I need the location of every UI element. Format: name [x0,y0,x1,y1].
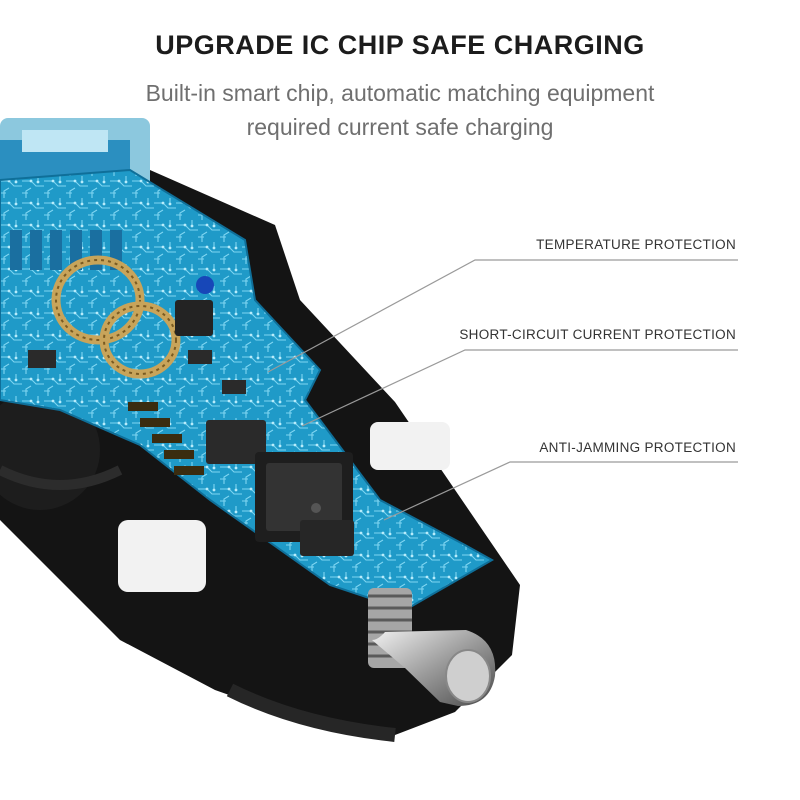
subheadline-line-2: required current safe charging [246,114,554,140]
callout-anti-jamming-protection: ANTI-JAMMING PROTECTION [539,440,736,455]
spring-contact [368,588,496,706]
subheadline: Built-in smart chip, automatic matching … [0,76,800,144]
inductor-coil [51,255,181,379]
callout-temperature-protection: TEMPERATURE PROTECTION [536,237,736,252]
ic-chip [206,420,354,556]
callout-leaders [267,259,738,521]
callout-short-circuit-protection: SHORT-CIRCUIT CURRENT PROTECTION [459,327,736,342]
headline: UPGRADE IC CHIP SAFE CHARGING [155,30,645,60]
white-clips [118,422,450,592]
pcb-components [28,276,246,475]
subheadline-line-1: Built-in smart chip, automatic matching … [145,80,655,106]
